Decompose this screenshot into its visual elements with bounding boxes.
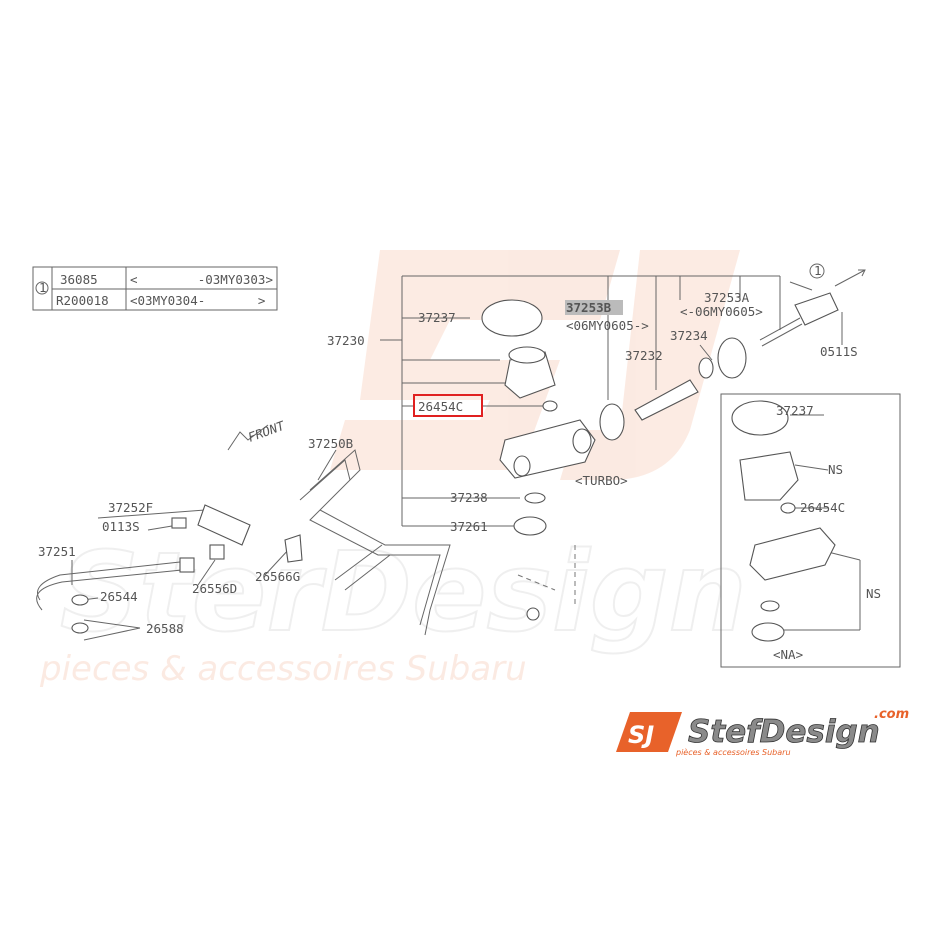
- watermark: SterDesign pieces & accessoires Subaru: [39, 250, 748, 689]
- label-0113S: 0113S: [102, 519, 140, 534]
- logo-tagline: pièces & accessoires Subaru: [675, 747, 791, 757]
- label-26588: 26588: [146, 621, 184, 636]
- svg-text:SJ: SJ: [628, 721, 654, 749]
- gasket: [71, 594, 89, 606]
- na-label-ns: NS: [828, 462, 843, 477]
- bolt: [171, 517, 187, 529]
- table-ref: 1: [39, 280, 47, 295]
- label-37253A: 37253A: [704, 290, 750, 305]
- label-26454C[interactable]: 26454C: [418, 399, 463, 414]
- ref-circle-icon: [35, 281, 49, 295]
- table-range: <03MY0304- >: [130, 293, 265, 308]
- spring: [634, 379, 699, 421]
- logo-mark: [616, 712, 682, 752]
- nut: [526, 607, 540, 621]
- label-26544: 26544: [100, 589, 138, 604]
- highlight-box: [413, 394, 483, 417]
- table-part: R200018: [56, 293, 109, 308]
- clutch-hose: [36, 561, 183, 611]
- ref-label: 1: [814, 263, 822, 278]
- label-turbo: <TURBO>: [575, 473, 628, 488]
- label-37251: 37251: [38, 544, 76, 559]
- applicability-table: 1 36085 < -03MY0303> R200018 <03MY0304- …: [32, 266, 278, 311]
- clevis: [794, 292, 839, 326]
- washer: [524, 492, 546, 504]
- leader-lines: [71, 275, 861, 641]
- clip-g: [284, 534, 303, 563]
- label-37232: 37232: [625, 348, 663, 363]
- logo-domain: .com: [874, 707, 909, 722]
- label-37234: 37234: [670, 328, 708, 343]
- table-part: 36085: [60, 272, 98, 287]
- clip: [209, 544, 225, 560]
- label-37252F: 37252F: [108, 500, 153, 515]
- union: [513, 516, 547, 536]
- o-ring: [599, 403, 625, 441]
- label-37253B-range: <06MY0605->: [566, 318, 649, 333]
- label-front: FRONT: [246, 417, 288, 444]
- label-0511S: 0511S: [820, 344, 858, 359]
- na-inset: 37237 NS 26454C NS <NA>: [720, 393, 901, 668]
- front-arrow-icon: [227, 424, 269, 451]
- ref-circle-icon: [809, 263, 825, 279]
- bracket: [197, 504, 251, 546]
- na-label-26454C: 26454C: [800, 500, 845, 515]
- na-label-37237: 37237: [776, 403, 814, 418]
- reservoir-cap: [481, 299, 543, 337]
- label-37253B: 37253B: [566, 300, 612, 315]
- table-range: < -03MY0303>: [130, 272, 273, 287]
- label-26556D: 26556D: [192, 581, 237, 596]
- parts: 1: [36, 263, 866, 636]
- watermark-tagline: pieces & accessoires Subaru: [39, 649, 527, 689]
- grommet: [542, 400, 558, 412]
- label-37250B: 37250B: [308, 436, 353, 451]
- gasket: [71, 622, 89, 634]
- push-rod: [759, 317, 803, 347]
- label-37238: 37238: [450, 490, 488, 505]
- direction-arrow-icon: [834, 269, 866, 287]
- logo-brand: StefDesign: [688, 714, 880, 750]
- label-37237: 37237: [418, 310, 456, 325]
- watermark-brand: SterDesign: [60, 528, 747, 656]
- boot: [717, 337, 747, 379]
- na-title: <NA>: [773, 647, 803, 662]
- stefdesign-logo: SJ StefDesign .com pièces & accessoires …: [616, 707, 909, 757]
- label-37230: 37230: [327, 333, 365, 348]
- clutch-pipe: [299, 449, 451, 636]
- label-26566G: 26566G: [255, 569, 300, 584]
- na-label-ns: NS: [866, 586, 881, 601]
- label-37253A-range: <-06MY0605>: [680, 304, 763, 319]
- label-37261: 37261: [450, 519, 488, 534]
